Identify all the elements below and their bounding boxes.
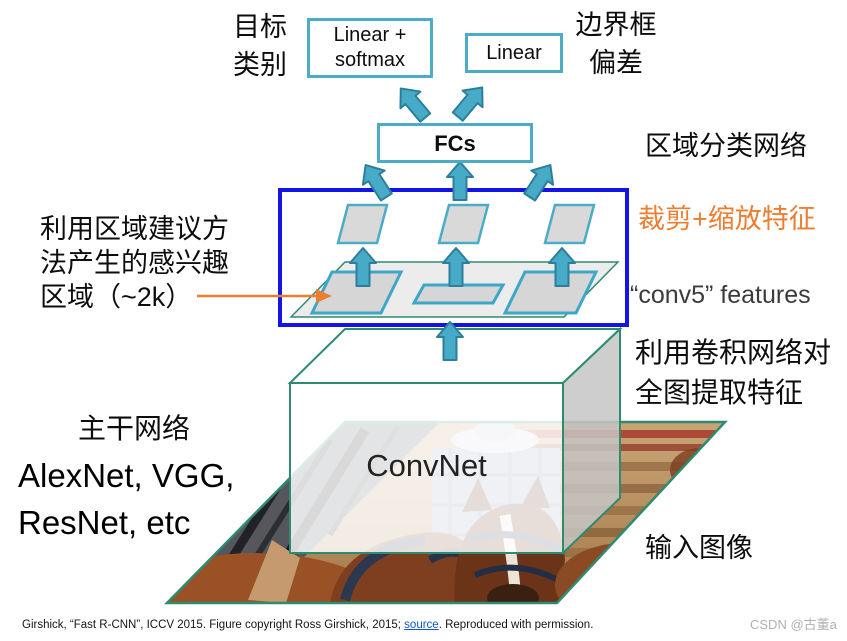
linear-label: Linear (486, 41, 542, 64)
pooled-feature-middle (437, 203, 490, 245)
citation: Girshick, “Fast R-CNN”, ICCV 2015. Figur… (22, 619, 593, 631)
convnet-note: 利用卷积网络对 全图提取特征 (635, 337, 832, 408)
linear-softmax-box: Linear + softmax (307, 18, 433, 78)
arrow-fcs-to-linear-icon (451, 86, 484, 122)
input-image-label: 输入图像 (645, 533, 753, 563)
arrow-fcs-to-softmax-icon (399, 87, 432, 123)
flow-arrows (349, 86, 576, 361)
arrow-roi-middle-icon (442, 247, 470, 287)
convnet-box-front-face (289, 382, 564, 554)
arrow-pool-to-fcs-left-icon (361, 164, 393, 202)
roi-middle (411, 283, 506, 305)
linear-softmax-label: Linear + softmax (333, 24, 407, 71)
conv5-features-label: “conv5” features (630, 281, 811, 309)
roi-right (502, 270, 599, 315)
backbone-title: 主干网络 (78, 413, 191, 444)
roi-note-arrow-icon (197, 289, 332, 303)
linear-box: Linear (465, 33, 563, 73)
arrow-pool-to-fcs-middle-icon (446, 161, 474, 201)
convnet-label: ConvNet (366, 448, 487, 483)
roi-proposal-note: 利用区域建议方 法产生的感兴趣 区域（~2k） (40, 214, 229, 312)
citation-prefix: Girshick, “Fast R-CNN”, ICCV 2015. Figur… (22, 619, 405, 631)
roi-left (309, 270, 404, 315)
region-classification-label: 区域分类网络 (645, 131, 807, 161)
fcs-label: FCs (434, 130, 476, 156)
arrow-pool-to-fcs-right-icon (523, 164, 555, 202)
input-image-border (164, 420, 728, 605)
source-link[interactable]: source (404, 619, 439, 631)
arrow-convnet-to-roi-icon (436, 321, 464, 361)
arrow-roi-right-icon (548, 247, 576, 287)
crop-scale-label: 裁剪+缩放特征 (638, 204, 816, 234)
fcs-box: FCs (377, 123, 533, 163)
watermark: CSDN @古董a (750, 617, 837, 632)
bbox-offset-label: 边界框 偏差 (575, 10, 657, 78)
target-class-label: 目标 类别 (233, 12, 287, 80)
citation-suffix: . Reproduced with permission. (438, 619, 594, 631)
arrow-roi-left-icon (349, 247, 377, 287)
backbone-models: AlexNet, VGG, ResNet, etc (18, 457, 235, 541)
pooled-feature-right (543, 203, 596, 245)
pooled-feature-left (336, 203, 389, 245)
